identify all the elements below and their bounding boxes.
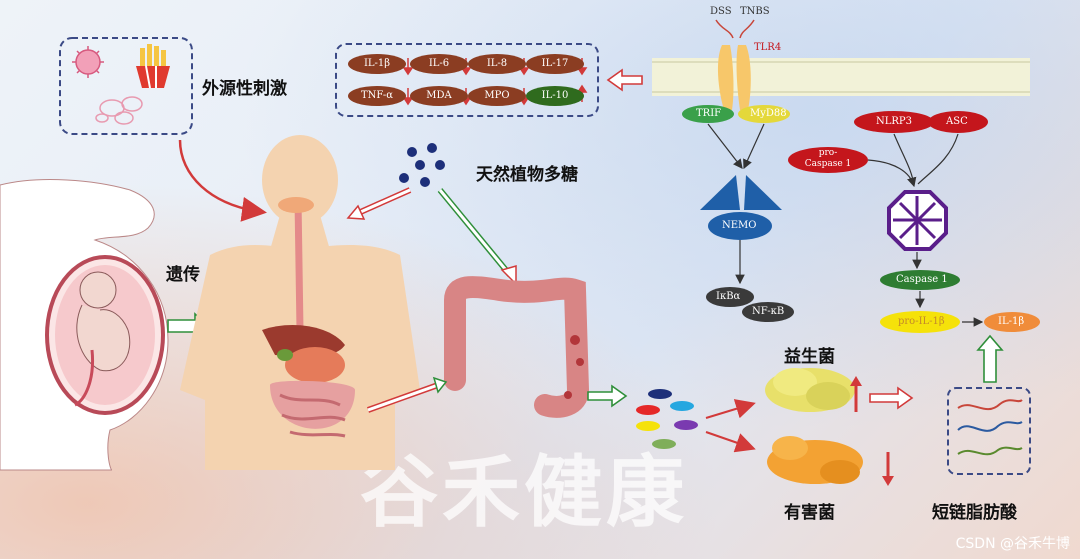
label-nemo: NEMO — [722, 220, 757, 231]
cytokine-mda: MDA — [410, 86, 468, 106]
harmful-cluster — [767, 436, 863, 484]
label-genetic: 遗传 — [166, 265, 200, 285]
pro-caspase-node — [788, 147, 868, 173]
label-myd88: MyD88 — [750, 108, 787, 119]
label-probiotic: 益生菌 — [784, 347, 835, 367]
label-scfa: 短链脂肪酸 — [932, 503, 1017, 523]
colon-inflammation-spots — [564, 335, 584, 399]
colon-figure — [444, 276, 590, 418]
up-arrow-probiotic — [850, 376, 862, 412]
probiotic-cluster — [765, 368, 855, 412]
label-caspase: Caspase 1 — [896, 274, 948, 285]
human-body-figure — [180, 135, 420, 470]
cytokine-il8: IL-8 — [468, 54, 526, 74]
pregnant-woman-figure — [0, 179, 169, 471]
trif-node — [682, 105, 734, 123]
pro-il1b-node — [880, 311, 960, 333]
label-trif: TRIF — [696, 108, 722, 119]
cytokine-tnfa: TNF-α — [348, 86, 406, 106]
label-nfkb: NF-κB — [752, 306, 785, 317]
label-asc: ASC — [946, 116, 968, 127]
arrow-probiotic-to-scfa — [869, 386, 914, 410]
down-arrow-harmful — [882, 452, 894, 486]
cytokine-il10: IL-10 — [526, 86, 584, 106]
arrow-scfa-to-il1b — [976, 334, 1004, 383]
cytokine-il17: IL-17 — [526, 54, 584, 74]
cytokine-il1b: IL-1β — [348, 54, 406, 74]
cytokine-il6: IL-6 — [410, 54, 468, 74]
label-ikba: IκBα — [716, 291, 741, 302]
external-stimuli-box — [59, 37, 193, 135]
label-tlr4: TLR4 — [754, 42, 782, 53]
microbe-ovals — [636, 389, 698, 449]
arrow-polysaccharide-to-colon — [437, 188, 517, 286]
cytokine-mpo: MPO — [468, 86, 526, 106]
caspase-node — [880, 270, 960, 290]
label-tnbs: TNBS — [740, 6, 770, 17]
ikk-complex — [700, 175, 782, 240]
cytokine-box — [335, 43, 599, 117]
arrow-to-harmful — [705, 431, 756, 453]
label-nlrp3: NLRP3 — [876, 116, 913, 127]
arrow-polysaccharide-to-body — [346, 187, 412, 220]
asc-node — [928, 111, 988, 133]
credit-text: CSDN @谷禾牛博 — [955, 536, 1070, 552]
label-external-stimuli: 外源性刺激 — [202, 79, 287, 99]
il1b-node — [984, 312, 1040, 332]
virus-icon — [72, 46, 104, 78]
watermark: 谷禾健康 — [360, 448, 689, 538]
label-pro-il1b: pro-IL-1β — [898, 316, 945, 327]
nlrp3-node — [854, 111, 934, 133]
label-pro-caspase: pro- Caspase 1 — [804, 148, 852, 169]
label-dss: DSS — [710, 6, 732, 17]
nfkb-node — [742, 302, 794, 322]
ikba-node — [706, 287, 754, 307]
arrow-to-probiotic — [705, 399, 756, 419]
tlr4-receptor — [715, 19, 755, 110]
arrow-external-to-body — [178, 139, 267, 222]
arrow-membrane-to-cytokines — [606, 68, 643, 92]
fries-icon — [136, 44, 170, 89]
arrow-colon-to-microbes — [587, 384, 628, 408]
label-harmful: 有害菌 — [784, 503, 835, 523]
polysaccharide-dots — [399, 143, 445, 187]
bacteria-cluster-icon — [95, 96, 143, 125]
label-polysaccharide: 天然植物多糖 — [476, 165, 578, 185]
arrow-body-to-colon — [366, 376, 448, 413]
label-il1b: IL-1β — [998, 316, 1025, 327]
inflammasome-icon — [887, 190, 948, 251]
myd88-node — [738, 105, 790, 123]
scfa-box — [947, 387, 1031, 475]
cell-membrane — [652, 58, 1030, 96]
scfa-curves — [957, 399, 1023, 456]
